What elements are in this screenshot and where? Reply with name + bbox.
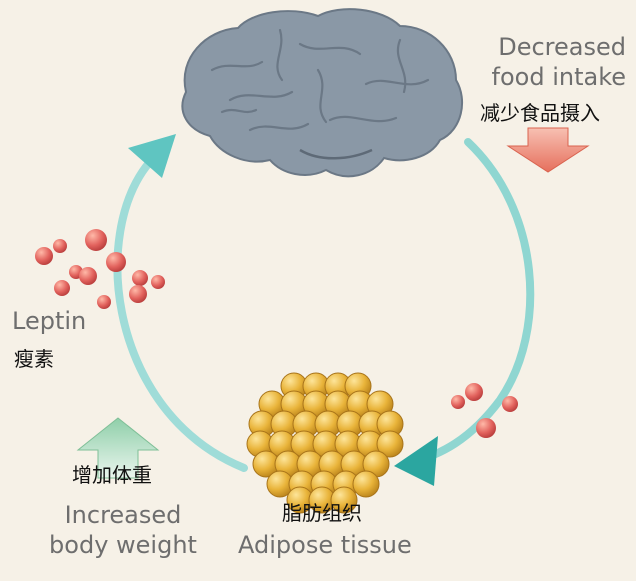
adipose-tissue-zh: 脂肪组织: [282, 501, 362, 525]
leptin-particle-icon: [129, 285, 147, 303]
brain-icon: [181, 8, 464, 178]
leptin-particle-icon: [97, 295, 111, 309]
adipose-cell: [330, 486, 358, 514]
leptin-zh: 瘦素: [14, 347, 54, 371]
adipose-cell: [376, 430, 404, 458]
adipose-cluster-icon: [246, 372, 404, 514]
decreased-food-intake-label: Decreased food intake: [486, 32, 626, 92]
leptin-particle-icon: [53, 239, 67, 253]
leptin-particle-icon: [79, 267, 97, 285]
leptin-particle-icon: [85, 229, 107, 251]
leptin-particle-icon: [54, 280, 70, 296]
leptin-particle-icon: [151, 275, 165, 289]
down-arrow-icon: [506, 127, 590, 173]
increased-body-weight-en: Increased body weight: [49, 501, 197, 559]
leptin-particle-icon: [502, 396, 518, 412]
up-arrow-icon: [76, 417, 160, 479]
increased-body-weight-zh: 增加体重: [72, 463, 152, 487]
leptin-en: Leptin: [12, 307, 87, 335]
adipose-tissue-en: Adipose tissue: [238, 531, 412, 559]
leptin-particle-icon: [132, 270, 148, 286]
leptin-particle-icon: [451, 395, 465, 409]
leptin-particles-right: [451, 383, 518, 438]
cycle-arrow-icon: [113, 134, 535, 486]
leptin-particle-icon: [476, 418, 496, 438]
leptin-particle-icon: [465, 383, 483, 401]
leptin-particle-icon: [106, 252, 126, 272]
decreased-food-intake-zh: 减少食品摄入: [480, 101, 600, 125]
leptin-particles-left: [35, 229, 165, 309]
adipose-cell: [352, 470, 380, 498]
decreased-food-intake-en: Decreased food intake: [491, 33, 626, 91]
leptin-particle-icon: [35, 247, 53, 265]
